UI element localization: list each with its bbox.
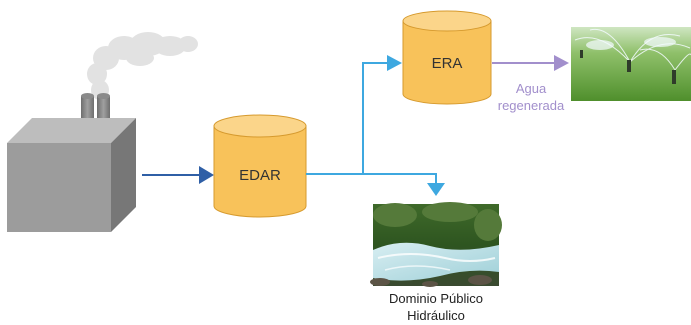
arrow-factory-to-edar <box>142 166 214 184</box>
smoke-icon <box>87 32 198 100</box>
era-label: ERA <box>432 55 463 72</box>
arrow-edar-to-river <box>363 173 445 196</box>
factory-icon <box>7 32 198 232</box>
arrow-era-to-irrigation <box>492 55 569 71</box>
public-water-caption-line1: Dominio Público <box>389 291 483 306</box>
edar-label: EDAR <box>239 167 281 184</box>
arrow-edar-to-era <box>306 55 402 175</box>
edar-tank: EDAR <box>213 114 307 218</box>
reclaimed-water-label-line1: Agua <box>516 81 547 96</box>
sprinkler-photo <box>571 27 691 101</box>
reclaimed-water-label-line2: regenerada <box>498 98 565 113</box>
public-water-caption-line2: Hidráulico <box>407 308 465 323</box>
era-tank: ERA <box>402 10 492 105</box>
river-photo <box>370 202 502 287</box>
